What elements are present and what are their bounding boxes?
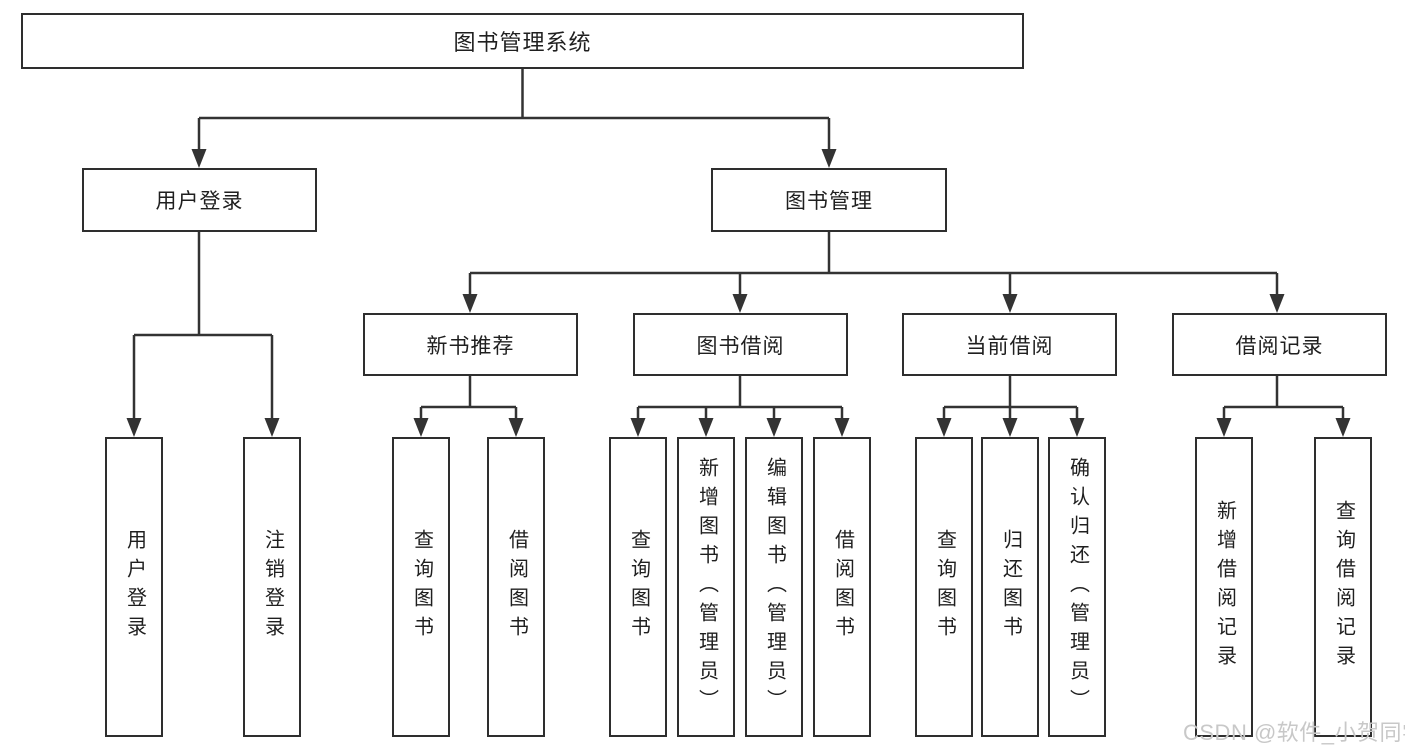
leaf-query-books-current: 查询图书 xyxy=(915,437,973,737)
leaf-logout: 注销登录 xyxy=(243,437,301,737)
leaf-query-books-recommend: 查询图书 xyxy=(392,437,450,737)
leaf-return-books: 归还图书 xyxy=(981,437,1039,737)
node-book-borrowing: 图书借阅 xyxy=(633,313,848,376)
node-current-borrowing: 当前借阅 xyxy=(902,313,1117,376)
node-library-management-system: 图书管理系统 xyxy=(21,13,1024,69)
leaf-add-books-admin: 新增图书（管理员） xyxy=(677,437,735,737)
node-book-management: 图书管理 xyxy=(711,168,947,232)
node-new-book-recommendation: 新书推荐 xyxy=(363,313,578,376)
leaf-borrow-books-recommend: 借阅图书 xyxy=(487,437,545,737)
leaf-user-login: 用户登录 xyxy=(105,437,163,737)
node-user-login: 用户登录 xyxy=(82,168,317,232)
leaf-borrow-books: 借阅图书 xyxy=(813,437,871,737)
node-borrowing-records: 借阅记录 xyxy=(1172,313,1387,376)
leaf-edit-books-admin: 编辑图书（管理员） xyxy=(745,437,803,737)
leaf-confirm-return-admin: 确认归还（管理员） xyxy=(1048,437,1106,737)
leaf-add-borrow-record: 新增借阅记录 xyxy=(1195,437,1253,737)
csdn-watermark: CSDN @软件_小贺同学 xyxy=(1183,720,1405,745)
leaf-query-books-borrow: 查询图书 xyxy=(609,437,667,737)
leaf-query-borrow-record: 查询借阅记录 xyxy=(1314,437,1372,737)
